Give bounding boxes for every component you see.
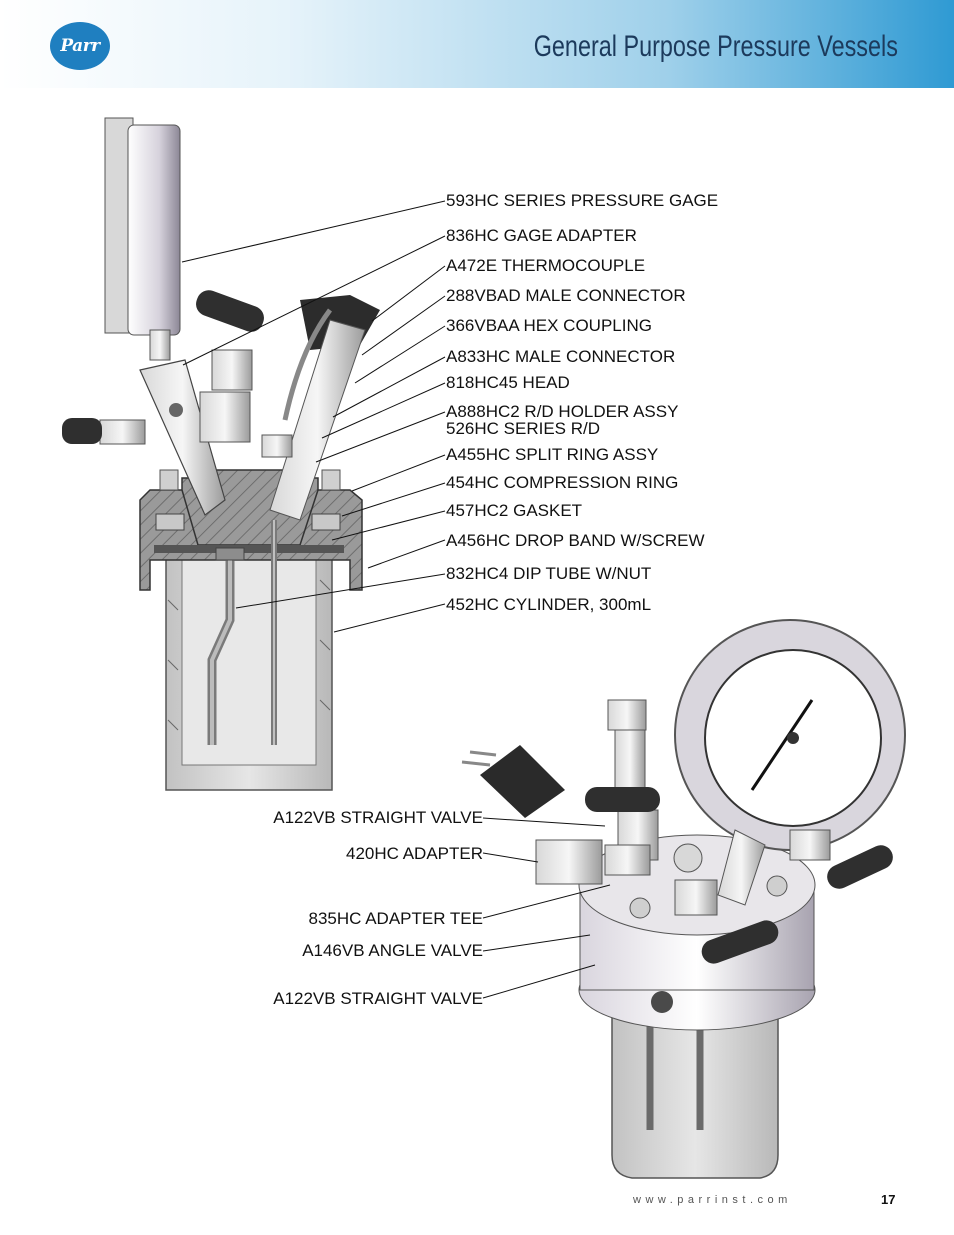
label-gasket: 457HC2 GASKET: [446, 501, 583, 520]
label-male-connector-288: 288VBAD MALE CONNECTOR: [446, 286, 686, 305]
label-adapter-420: 420HC ADAPTER: [346, 844, 483, 863]
label-adapter-tee: 835HC ADAPTER TEE: [308, 909, 483, 928]
page-header: Parr General Purpose Pressure Vessels: [0, 0, 954, 88]
bottom-leader-lines: [482, 817, 611, 999]
bottom-assembled-vessel: [461, 619, 906, 1179]
footer-url[interactable]: www.parrinst.com: [633, 1194, 792, 1206]
label-rd-holder-assy: A888HC2 R/D HOLDER ASSY: [446, 402, 679, 421]
label-straight-valve-2: A122VB STRAIGHT VALVE: [273, 989, 483, 1008]
label-drop-band: A456HC DROP BAND W/SCREW: [446, 531, 705, 550]
label-cylinder: 452HC CYLINDER, 300mL: [446, 595, 652, 614]
label-hex-coupling: 366VBAA HEX COUPLING: [446, 316, 652, 335]
page-title: General Purpose Pressure Vessels: [533, 30, 898, 63]
top-cutaway-vessel: [62, 117, 380, 791]
label-compression-ring: 454HC COMPRESSION RING: [446, 473, 679, 492]
label-rd-series: 526HC SERIES R/D: [446, 419, 600, 438]
label-straight-valve-1: A122VB STRAIGHT VALVE: [273, 808, 483, 827]
label-male-connector-a833: A833HC MALE CONNECTOR: [446, 347, 676, 366]
label-pressure-gage: 593HC SERIES PRESSURE GAGE: [446, 191, 719, 210]
label-dip-tube: 832HC4 DIP TUBE W/NUT: [446, 564, 652, 583]
label-gage-adapter: 836HC GAGE ADAPTER: [446, 226, 637, 245]
label-head: 818HC45 HEAD: [446, 373, 570, 392]
top-leader-lines: [181, 200, 446, 633]
logo-text: Parr: [60, 36, 100, 56]
label-angle-valve: A146VB ANGLE VALVE: [302, 941, 483, 960]
label-split-ring-assy: A455HC SPLIT RING ASSY: [446, 445, 659, 464]
parr-logo: Parr: [50, 22, 110, 70]
label-thermocouple: A472E THERMOCOUPLE: [446, 256, 646, 275]
page-number: 17: [881, 1192, 896, 1207]
